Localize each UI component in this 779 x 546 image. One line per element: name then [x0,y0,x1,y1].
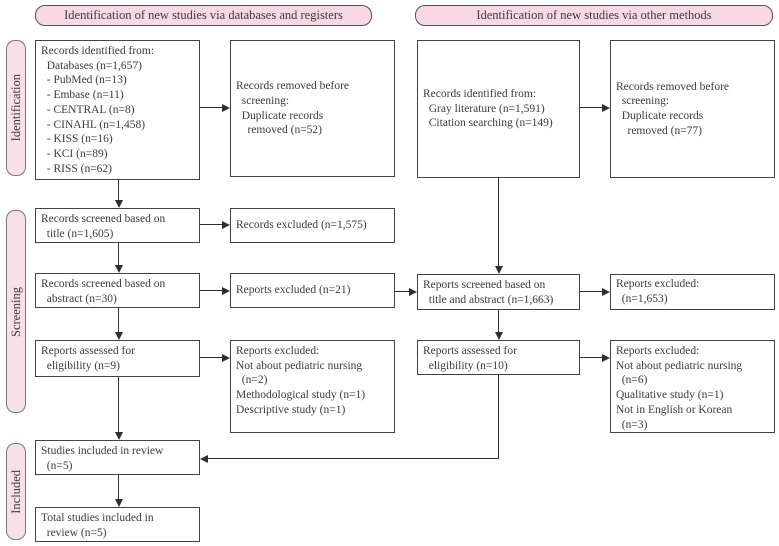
arrow-other-identified-to-screened [498,178,500,267]
arrowhead-screened-abstract-to-assessed [115,332,123,340]
stage-label-identification-text: Identification [8,74,23,142]
arrowhead-other-identified-to-screened [495,266,503,274]
arrow-other-identified-to-removed [580,107,603,109]
arrowhead-assessed-to-included [115,432,123,440]
arrowhead-screened-title-to-screened-abstract [115,265,123,273]
arrow-screened-title-abstract-to-excluded [580,291,603,293]
box-records-identified-databases: Records identified from: Databases (n=1,… [35,40,200,180]
header-databases-registers: Identification of new studies via databa… [35,5,372,26]
arrow-screened-title-abstract-to-assessed [498,310,500,333]
arrowhead-screened-title-to-excluded [222,221,230,229]
box-reports-excluded-eligibility-other: Reports excluded: Not about pediatric nu… [610,340,775,433]
box-reports-assessed-other: Reports assessed for eligibility (n=10) [417,340,580,375]
arrow-assessed-db-to-excluded [200,357,223,359]
arrow-assessed-other-to-included-horizontal [208,458,499,460]
box-records-screened-title: Records screened based on title (n=1,605… [35,208,200,243]
arrowhead-db-identified-to-screened-title [115,200,123,208]
arrowhead-other-identified-to-removed [602,104,610,112]
arrowhead-included-to-total [115,499,123,507]
arrowhead-screened-abstract-to-excluded [222,287,230,295]
stage-label-included: Included [6,443,26,540]
box-reports-excluded-abstract: Reports excluded (n=21) [230,273,395,308]
arrowhead-db-identified-to-removed [222,104,230,112]
stage-label-screening: Screening [6,210,26,413]
stage-label-screening-text: Screening [8,286,23,337]
box-total-studies-included: Total studies included in review (n=5) [35,507,200,542]
box-records-removed-other: Records removed before screening: Duplic… [610,40,775,178]
arrowhead-screened-title-abstract-to-assessed [495,332,503,340]
arrowhead-assessed-other-to-excluded [602,354,610,362]
arrow-db-identified-to-removed [200,107,223,109]
arrowhead-screened-title-abstract-to-excluded [602,288,610,296]
arrow-screened-abstract-to-excluded [200,290,223,292]
box-records-screened-abstract: Records screened based on abstract (n=30… [35,273,200,308]
arrowhead-assessed-db-to-excluded [222,354,230,362]
box-records-removed-databases: Records removed before screening: Duplic… [230,40,395,177]
arrow-assessed-other-to-excluded [580,357,603,359]
arrow-excluded-abstract-to-screened-title-abstract [395,291,410,293]
box-records-excluded-title: Records excluded (n=1,575) [230,208,395,243]
arrow-screened-title-to-excluded [200,224,223,226]
arrowhead-excluded-abstract-to-screened-title-abstract [409,288,417,296]
box-reports-excluded-eligibility-databases: Reports excluded: Not about pediatric nu… [230,340,395,433]
box-reports-excluded-title-abstract: Reports excluded: (n=1,653) [610,274,775,310]
arrowhead-assessed-other-to-included [200,455,208,463]
box-studies-included-review: Studies included in review (n=5) [35,440,200,475]
arrow-db-identified-to-screened-title [118,180,120,201]
box-reports-assessed-databases: Reports assessed for eligibility (n=9) [35,340,200,377]
arrow-screened-title-to-screened-abstract [118,243,120,266]
stage-label-identification: Identification [6,40,26,176]
header-other-methods: Identification of new studies via other … [415,5,773,26]
arrow-assessed-other-to-included-vertical [498,375,500,459]
arrow-assessed-to-included [118,377,120,433]
arrow-screened-abstract-to-assessed [118,308,120,333]
box-reports-screened-title-abstract: Reports screened based on title and abst… [417,274,580,310]
stage-label-included-text: Included [8,469,23,514]
arrow-included-to-total [118,475,120,500]
box-records-identified-other: Records identified from: Gray literature… [417,40,580,178]
